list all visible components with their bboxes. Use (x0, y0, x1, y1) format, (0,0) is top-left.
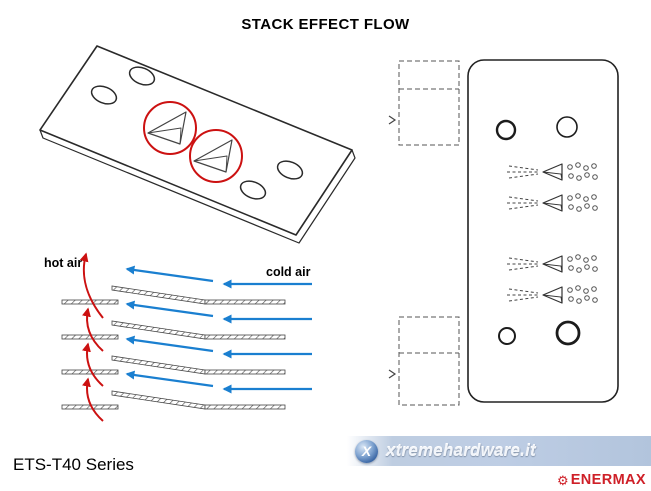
figure-title: STACK EFFECT FLOW (241, 16, 410, 33)
fin-stack (61, 285, 286, 410)
vef-highlight-circle (189, 129, 243, 183)
xtremehardware-logo-icon: X (355, 439, 378, 463)
mounting-hole (276, 160, 304, 180)
fold-flap-outline (398, 316, 460, 406)
gear-icon: ⚙ (557, 472, 569, 488)
fin-layer (61, 355, 286, 375)
plate-thickness-edge (39, 129, 356, 244)
vef-louver-cuts (147, 111, 233, 173)
hot-air-arrow (82, 307, 104, 352)
enermax-logo: ⚙ ENERMAX (557, 472, 646, 488)
top-view-body (467, 59, 619, 403)
brand-name: ENERMAX (570, 472, 646, 488)
watermark-banner: X xtremehardware.it (347, 436, 651, 466)
heatpipe-holes (495, 116, 581, 346)
cold-air-label: cold air (266, 265, 311, 279)
mounting-holes (90, 66, 304, 200)
cold-air-arrow (125, 335, 214, 353)
vef-louver-cut (193, 139, 233, 173)
stack-effect-side-view: hot air cold air (44, 252, 312, 422)
fold-flap-outline (398, 60, 460, 146)
hot-air-arrow (79, 252, 104, 319)
hot-air-arrows (79, 252, 104, 422)
cold-air-arrows (125, 265, 312, 394)
vef-louver-fold-line (147, 127, 182, 145)
series-label: ETS-T40 Series (13, 455, 134, 474)
fin-layer (61, 320, 286, 340)
vef-louver-cut (147, 111, 187, 145)
vef-louver-fold-line (193, 155, 228, 173)
mounting-hole (239, 180, 267, 200)
flap-chevrons (388, 115, 397, 379)
isometric-fin-plate (39, 45, 356, 244)
fold-flap-outlines (398, 60, 460, 406)
fin-layer (61, 285, 286, 305)
watermark-text: xtremehardware.it (386, 441, 536, 460)
chevron-right-icon (388, 369, 397, 379)
top-view (388, 59, 619, 406)
cold-air-arrow (125, 370, 214, 388)
hot-air-label: hot air (44, 256, 82, 270)
heatpipe-hole (498, 327, 516, 345)
vef-highlight-circle (143, 101, 197, 155)
fin-layer (61, 390, 286, 410)
chevron-right-icon (388, 115, 397, 125)
hot-air-arrow (82, 342, 104, 387)
mounting-hole (90, 85, 118, 105)
cold-air-arrow (125, 265, 214, 283)
hot-air-arrow (82, 377, 104, 422)
heatpipe-hole (495, 119, 517, 141)
heatpipe-hole (556, 116, 578, 138)
heatpipe-hole (555, 320, 581, 346)
cold-air-arrow (125, 300, 214, 318)
mounting-hole (128, 66, 156, 86)
